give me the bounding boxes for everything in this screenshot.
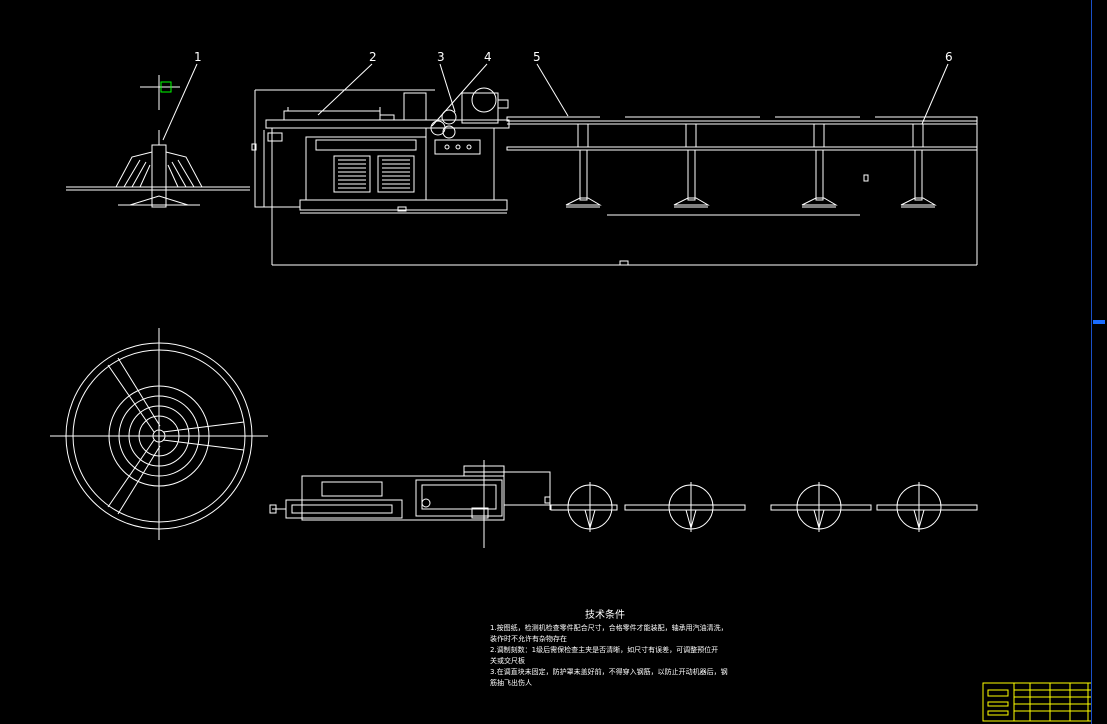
balloon-1: 1 <box>194 50 202 64</box>
support-rollers-plan <box>550 482 978 532</box>
technical-notes: 技术条件 1.按图纸，检测机检查零件配合尺寸，合格零件才能装配，轴承用汽油清洗，… <box>490 610 750 689</box>
title-block <box>982 682 1102 722</box>
notes-line: 1.按图纸，检测机检查零件配合尺寸，合格零件才能装配，轴承用汽油清洗， <box>490 624 728 632</box>
scrollbar-thumb[interactable] <box>1093 320 1105 324</box>
balloon-4: 4 <box>484 50 492 64</box>
balloon-3: 3 <box>437 50 445 64</box>
balloon-2: 2 <box>369 50 377 64</box>
vent-grille-left <box>333 155 371 193</box>
straightener-machine-elevation <box>251 87 510 265</box>
notes-line: 2.调制刻数：1级后需保检查主夹是否清晰，如尺寸有误差，可调整预位开 <box>490 646 719 654</box>
notes-line: 筋抽飞出伤人 <box>490 679 532 687</box>
support-legs <box>565 123 937 208</box>
notes-line: 装作时不允许有杂物存在 <box>490 635 567 643</box>
vent-grille-right <box>377 155 415 193</box>
notes-line: 关或交尺板 <box>490 657 525 665</box>
notes-line: 3.在调直块未固定，防护罩未盖好前，不得穿入钢筋，以防止开动机器后，钢 <box>490 668 728 676</box>
notes-title: 技术条件 <box>585 610 625 621</box>
payoff-reel-plan <box>50 328 268 540</box>
balloon-leaders <box>162 63 949 141</box>
balloon-5: 5 <box>533 50 541 64</box>
ucs-icon <box>160 81 172 93</box>
vertical-scrollbar[interactable] <box>1091 0 1107 724</box>
balloon-6: 6 <box>945 50 953 64</box>
machine-plan <box>269 460 551 548</box>
payoff-stand-elevation <box>66 75 250 208</box>
